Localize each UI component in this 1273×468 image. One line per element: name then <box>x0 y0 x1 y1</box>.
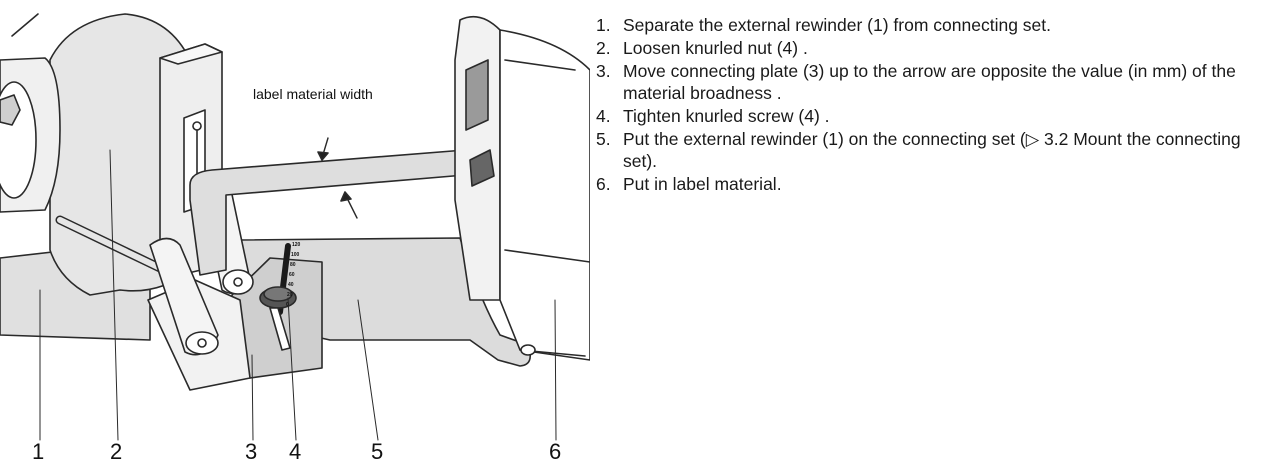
callout-3: 3 <box>245 439 258 464</box>
label-web <box>189 149 466 276</box>
scale-mark: 60 <box>289 272 295 278</box>
step-text: Move connecting plate (3) up to the arro… <box>623 61 1236 103</box>
step-item: 4. Tighten knurled screw (4) . <box>596 105 1266 127</box>
step-number: 5. <box>596 129 611 149</box>
step-item: 5. Put the external rewinder (1) on the c… <box>596 128 1266 172</box>
callout-5: 5 <box>371 439 384 464</box>
scale-mark: 20 <box>287 292 293 298</box>
scale-mark: 40 <box>288 282 294 288</box>
step-text: Loosen knurled nut (4) . <box>623 38 808 58</box>
callout-2: 2 <box>110 439 123 464</box>
printer-control <box>469 149 495 187</box>
step-item: 1. Separate the external rewinder (1) fro… <box>596 14 1266 36</box>
step-text: Put in label material. <box>623 174 782 194</box>
step-item: 6. Put in label material. <box>596 173 1266 195</box>
step-text: Put the external rewinder (1) on the con… <box>623 129 1241 171</box>
step-item: 3. Move connecting plate (3) up to the ar… <box>596 60 1266 104</box>
callout-6: 6 <box>549 439 562 464</box>
step-item: 2. Loosen knurled nut (4) . <box>596 37 1266 59</box>
scale-mark: 120 <box>292 242 301 248</box>
scale-mark: 100 <box>291 252 300 258</box>
scale-mark: 80 <box>290 262 296 268</box>
step-number: 6. <box>596 174 611 194</box>
printer-display <box>465 59 489 131</box>
step-text: Tighten knurled screw (4) . <box>623 106 830 126</box>
instruction-steps: 1. Separate the external rewinder (1) fro… <box>596 14 1266 196</box>
corner-line <box>11 13 39 37</box>
roller-front <box>149 237 219 356</box>
rewinder-illustration: 120 100 80 60 40 20 0 label material wid… <box>0 0 590 468</box>
label-material-width-note: label material width <box>253 86 373 102</box>
rewinder-drawing: 120 100 80 60 40 20 0 <box>0 13 590 441</box>
step-number: 2. <box>596 38 611 58</box>
rewinder-disc <box>49 13 191 296</box>
step-number: 4. <box>596 106 611 126</box>
step-text: Separate the external rewinder (1) from … <box>623 15 1051 35</box>
step-number: 3. <box>596 61 611 81</box>
callout-1: 1 <box>32 439 45 464</box>
leader-lines <box>39 149 557 441</box>
callout-4: 4 <box>289 439 302 464</box>
printer-body <box>499 29 590 361</box>
step-number: 1. <box>596 15 611 35</box>
scale-mark: 0 <box>286 302 289 308</box>
